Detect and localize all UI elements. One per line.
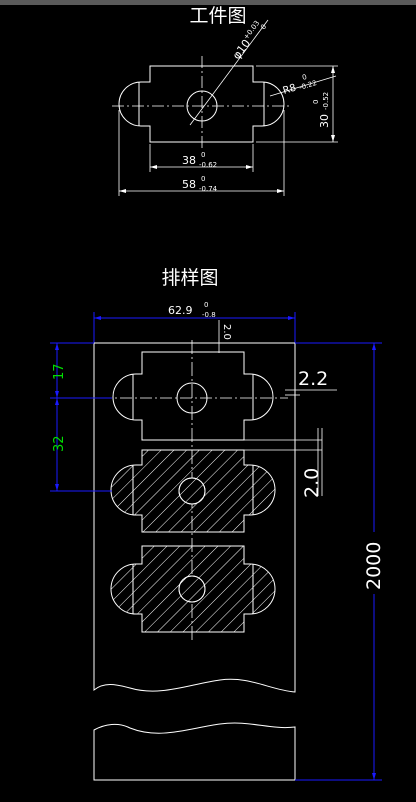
dim-inner-width-tol-upper: 0 [201, 151, 205, 159]
dim-inner-width-tol-lower: -0.62 [199, 161, 217, 169]
dim-gap-label: 2.0 [301, 468, 323, 498]
dim-radius-tol-lower: -0.22 [298, 79, 318, 92]
dim-side-margin-label: 2.2 [298, 368, 328, 390]
layout-title: 排样图 [161, 267, 218, 289]
dim-inner-width-label: 38 [182, 154, 196, 167]
dim-strip-width-tol-lower: -0.8 [202, 311, 216, 319]
dim-hole-tol-lower: 0 [259, 23, 268, 31]
dim-top-margin-label: 2.0 [221, 324, 232, 340]
dim-outer-width-tol-upper: 0 [201, 175, 205, 183]
strip-outline-lower [93, 722, 296, 781]
window-top-bar [0, 0, 416, 5]
dim-strip-length-label: 2000 [363, 542, 385, 590]
dim-strip-width-label: 62.9 [168, 304, 193, 317]
strip-layout-view: 排样图 62.9 0 -0.8 2.0 [50, 267, 386, 781]
dim-strip-width-tol-upper: 0 [204, 301, 208, 309]
dim-outer-width-label: 58 [182, 178, 196, 191]
workpiece-title: 工件图 [189, 5, 246, 27]
dim-pitch-label: 32 [52, 435, 67, 452]
blank-part-3 [110, 545, 276, 633]
dim-height-label: 30 [318, 114, 331, 128]
dim-first-offset-label: 17 [52, 363, 67, 380]
blank-part-1 [100, 351, 288, 441]
workpiece-view: 工件图 φ10+0.03 0 R8 0 -0.22 30 0 -0.52 [112, 5, 338, 196]
workpiece-outline [118, 65, 285, 143]
dim-height-tol-lower: -0.52 [322, 92, 330, 110]
dim-radius-tol-upper: 0 [301, 73, 308, 82]
dim-radius-label: R8 [282, 82, 298, 96]
dim-outer-width-tol-lower: -0.74 [199, 185, 218, 193]
blank-part-2 [110, 449, 276, 533]
dim-height-tol-upper: 0 [312, 100, 320, 104]
strip-outline-upper [93, 342, 296, 693]
